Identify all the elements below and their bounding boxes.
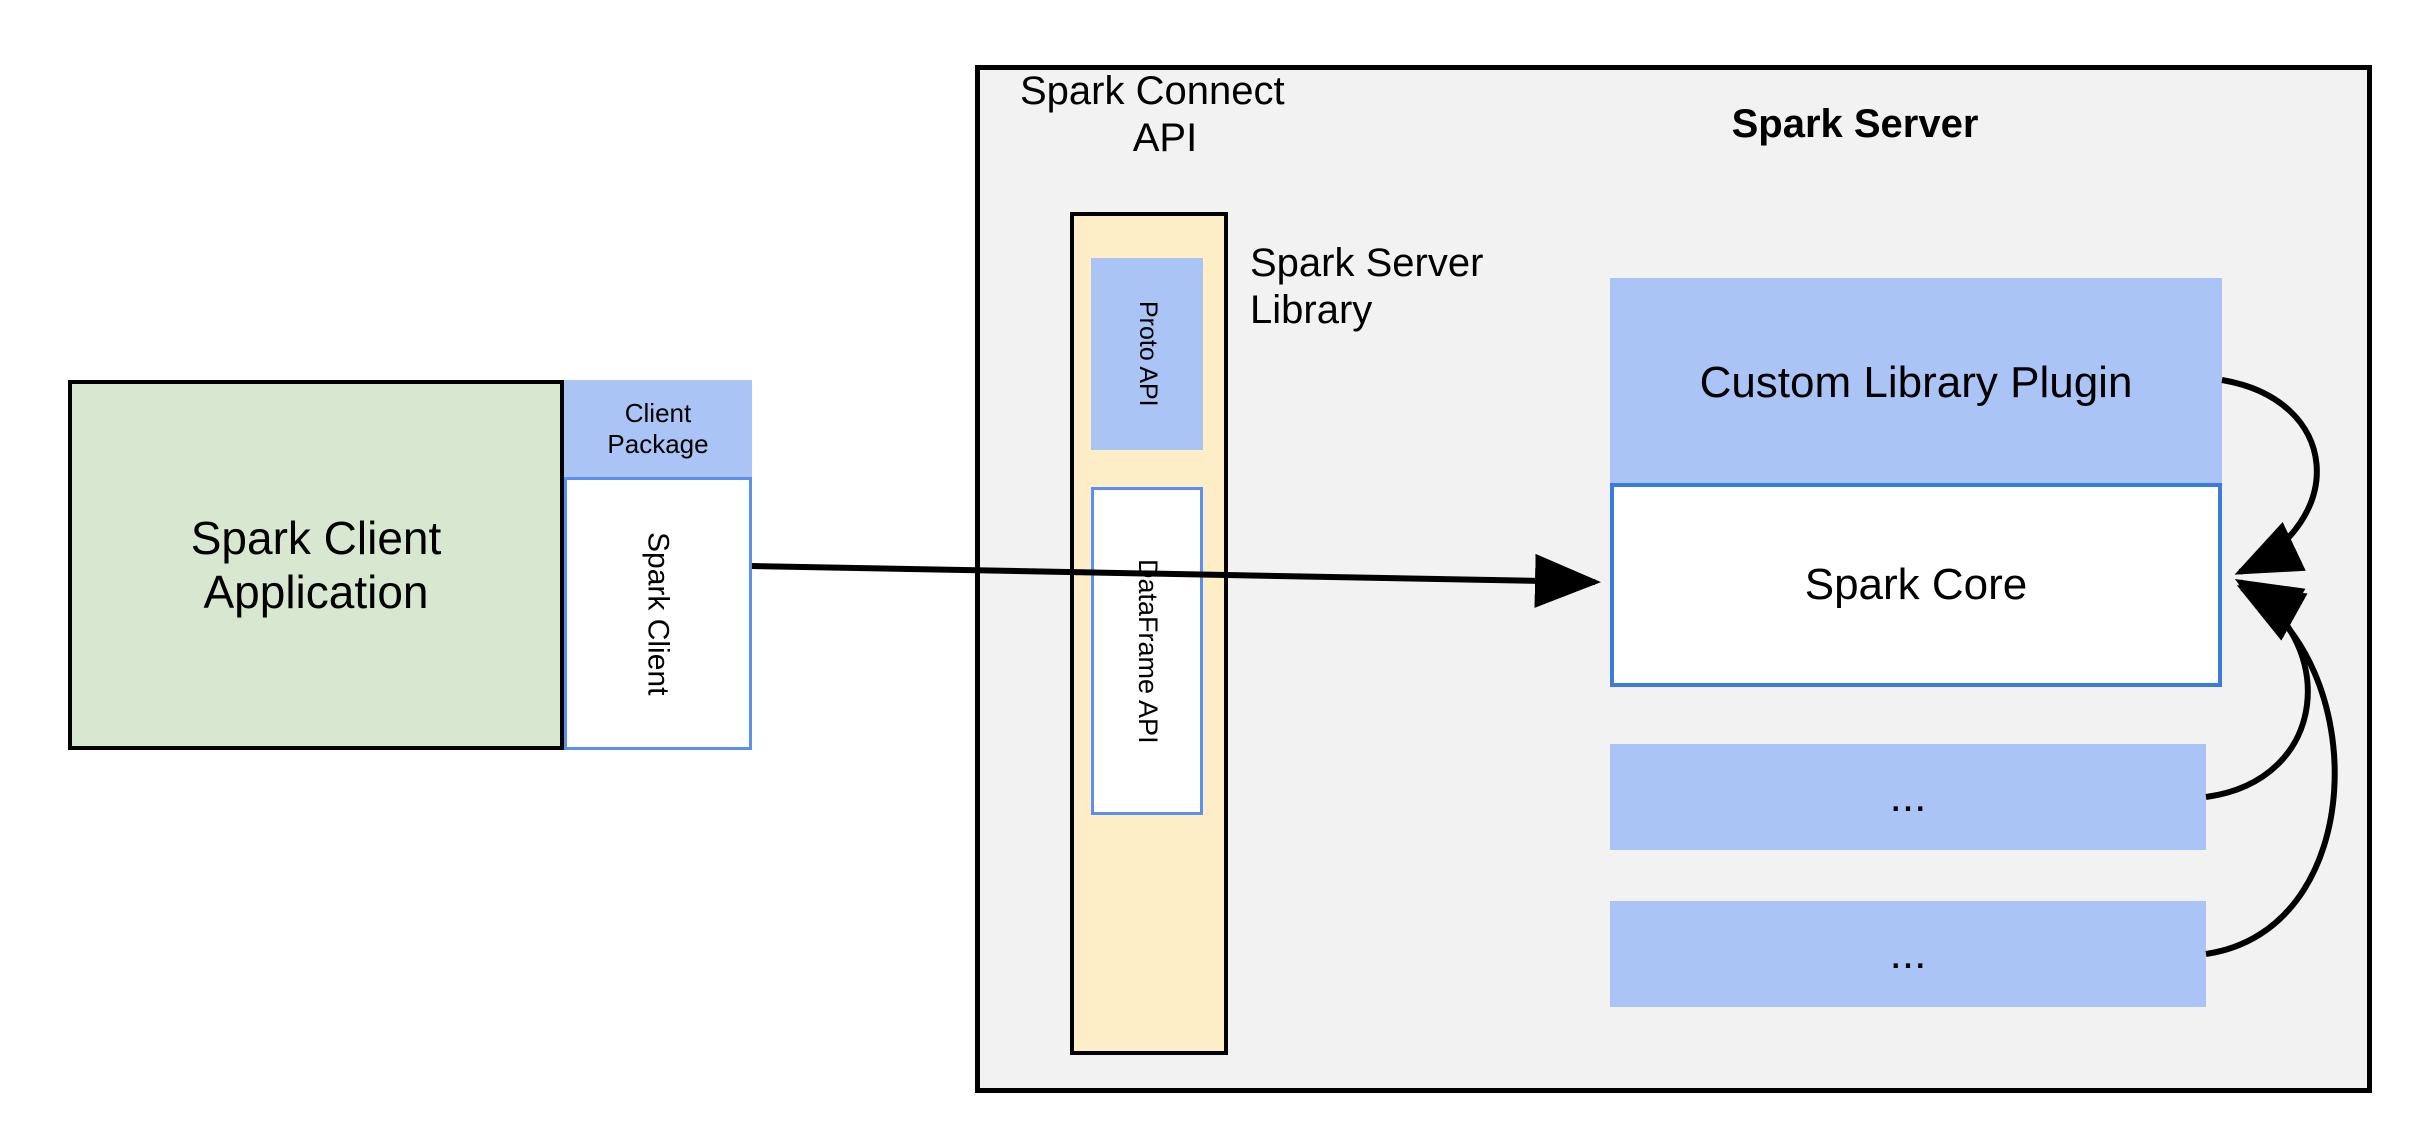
client-package-label: Client Package — [607, 398, 708, 459]
ellipsis-box-2[interactable]: ... — [1610, 901, 2206, 1007]
spark-client-application-box[interactable]: Spark Client Application — [68, 380, 564, 750]
custom-library-plugin-label: Custom Library Plugin — [1699, 358, 2133, 408]
dataframe-api-label: DataFrame API — [1132, 558, 1163, 744]
spark-server-library-label-line1: Spark Server — [1250, 241, 1484, 285]
spark-core-box[interactable]: Spark Core — [1610, 483, 2222, 687]
client-app-label-line2: Application — [203, 566, 429, 618]
spark-client-box[interactable]: Spark Client — [564, 477, 752, 750]
spark-client-application-label: Spark Client Application — [191, 511, 442, 620]
ellipsis-box-1-label: ... — [1889, 772, 1927, 822]
spark-client-label: Spark Client — [641, 531, 675, 696]
ellipsis-box-2-label: ... — [1889, 929, 1927, 979]
spark-server-title: Spark Server — [1731, 102, 1979, 147]
ellipsis-box-1[interactable]: ... — [1610, 744, 2206, 850]
client-app-label-line1: Spark Client — [190, 511, 442, 564]
dataframe-api-box[interactable]: DataFrame API — [1091, 487, 1203, 815]
custom-library-plugin-box[interactable]: Custom Library Plugin — [1610, 278, 2222, 488]
client-package-label-line1: Client — [624, 398, 692, 429]
spark-connect-api-label-line2: API — [1132, 116, 1198, 161]
spark-server-library-label: Spark Server Library — [1250, 240, 1580, 360]
spark-connect-api-label-line1: Spark Connect — [1020, 69, 1285, 113]
client-package-box[interactable]: Client Package — [564, 380, 752, 478]
proto-api-label: Proto API — [1133, 301, 1162, 407]
client-package-label-line2: Package — [607, 429, 709, 459]
spark-connect-api-label: Spark Connect API — [1020, 68, 1310, 172]
proto-api-box[interactable]: Proto API — [1091, 258, 1203, 450]
spark-core-label: Spark Core — [1804, 560, 2028, 610]
spark-server-library-label-line2: Library — [1250, 288, 1373, 333]
